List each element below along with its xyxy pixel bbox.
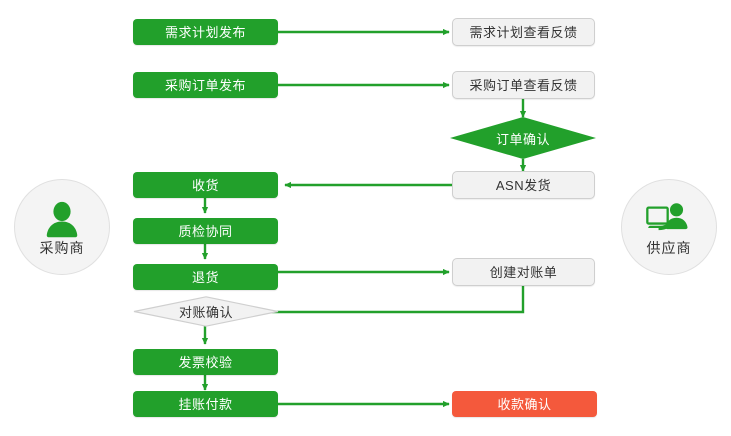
node-po-feedback-label: 采购订单查看反馈 (469, 77, 578, 93)
actor-buyer-label: 采购商 (39, 239, 85, 256)
node-receipt-confirm-label: 收款确认 (497, 396, 552, 412)
node-invoice-check[interactable]: 发票校验 (133, 349, 278, 375)
node-receipt-confirm[interactable]: 收款确认 (452, 391, 597, 417)
node-demand-plan-publish[interactable]: 需求计划发布 (133, 19, 278, 45)
node-receive-goods[interactable]: 收货 (133, 172, 278, 198)
node-demand-plan-publish-label: 需求计划发布 (164, 24, 246, 40)
person-at-computer-icon (646, 202, 688, 230)
node-quality-collab-label: 质检协同 (178, 223, 233, 239)
actor-supplier[interactable]: 供应商 (621, 179, 717, 275)
node-invoice-check-label: 发票校验 (178, 354, 233, 370)
node-demand-plan-feedback-label: 需求计划查看反馈 (469, 24, 578, 40)
node-create-statement-label: 创建对账单 (489, 264, 558, 280)
node-create-statement[interactable]: 创建对账单 (452, 258, 595, 286)
order-confirm-diamond-shape (450, 117, 596, 159)
node-return-goods[interactable]: 退货 (133, 264, 278, 290)
node-payable-payment[interactable]: 挂账付款 (133, 391, 278, 417)
node-demand-plan-feedback[interactable]: 需求计划查看反馈 (452, 18, 595, 46)
node-po-publish-label: 采购订单发布 (164, 77, 246, 93)
node-receive-goods-label: 收货 (191, 177, 219, 193)
actor-buyer[interactable]: 采购商 (14, 179, 110, 275)
node-statement-confirm-label: 对账确认 (178, 305, 233, 320)
node-payable-payment-label: 挂账付款 (178, 396, 233, 412)
node-statement-confirm[interactable]: 对账确认 (133, 296, 279, 327)
node-asn-shipment[interactable]: ASN发货 (452, 171, 595, 199)
node-order-confirm-label: 订单确认 (495, 131, 550, 147)
node-return-goods-label: 退货 (191, 269, 219, 285)
person-icon (46, 201, 78, 237)
node-asn-shipment-label: ASN发货 (495, 177, 552, 193)
actor-supplier-label: 供应商 (646, 239, 692, 256)
node-order-confirm[interactable]: 订单确认 (450, 117, 596, 159)
node-po-publish[interactable]: 采购订单发布 (133, 72, 278, 98)
node-po-feedback[interactable]: 采购订单查看反馈 (452, 71, 595, 99)
node-quality-collab[interactable]: 质检协同 (133, 218, 278, 244)
